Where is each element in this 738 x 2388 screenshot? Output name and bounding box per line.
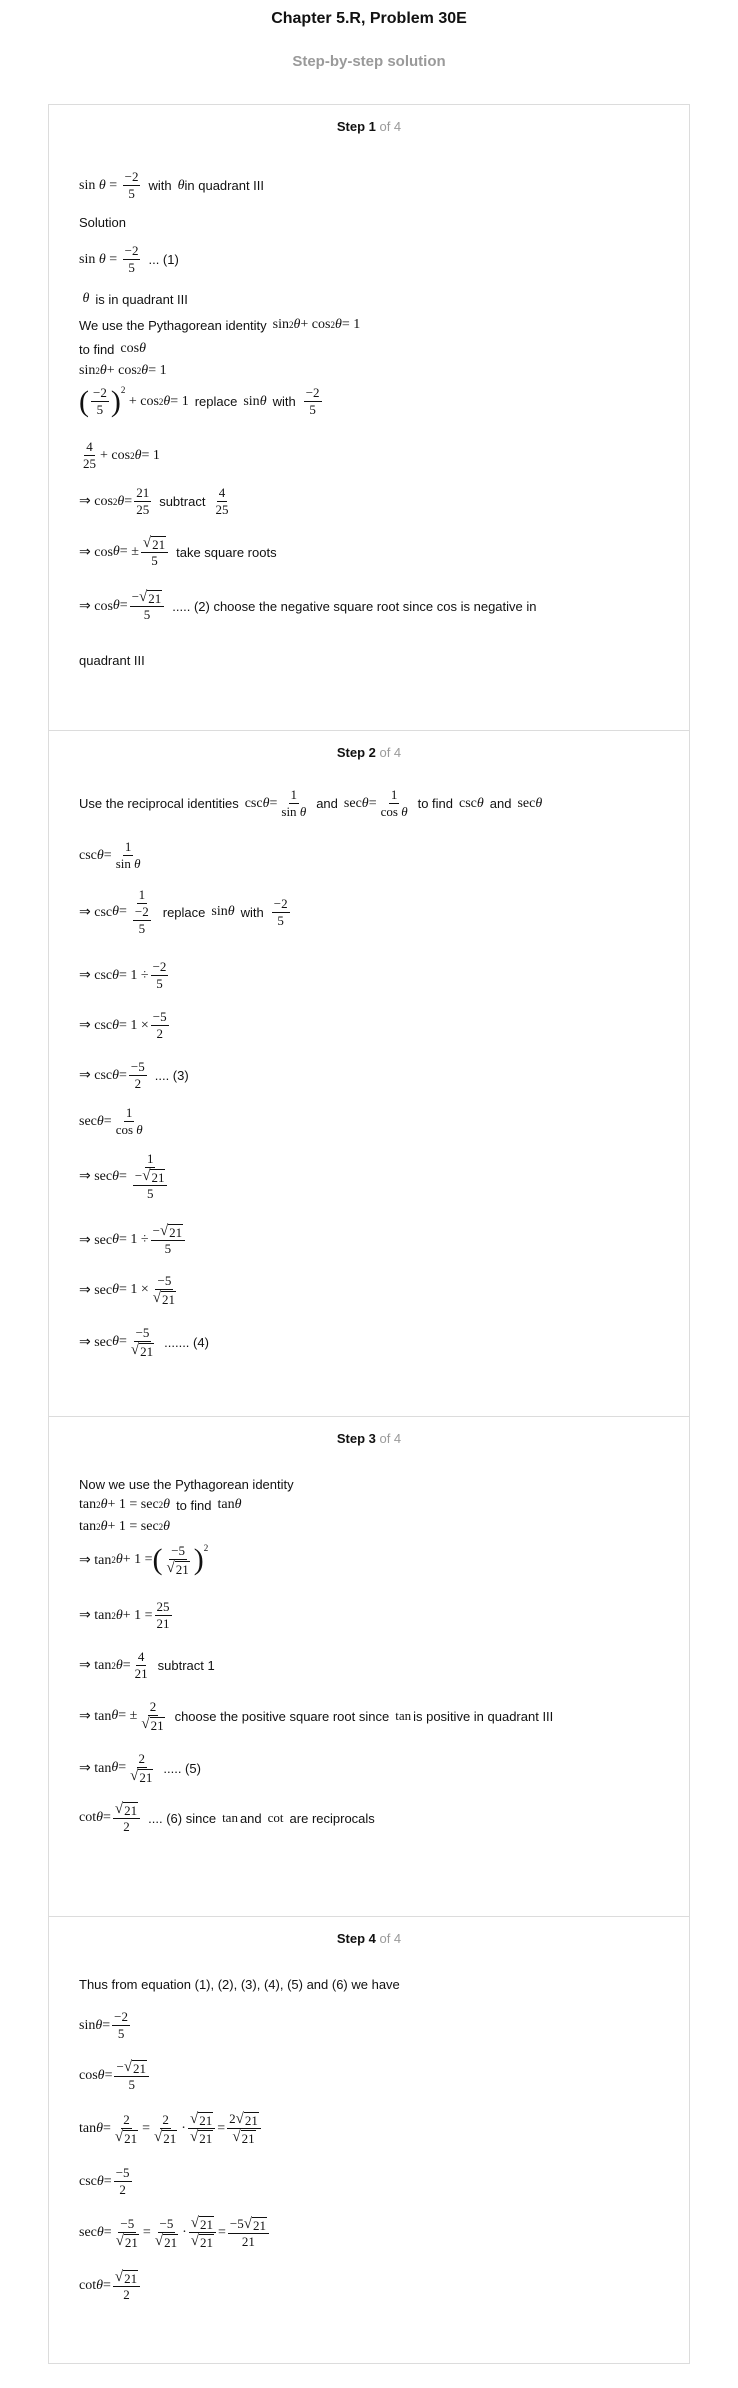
page-title: Chapter 5.R, Problem 30E <box>271 10 467 27</box>
step-2-card: Step 2 of 4 Use the reciprocal identitie… <box>48 730 690 1416</box>
solution-label: Solution <box>79 215 126 230</box>
step-3-heading: Step 3 of 4 <box>336 1431 402 1446</box>
step-4-card: Step 4 of 4 Thus from equation (1), (2),… <box>48 1916 690 2364</box>
step-3-card: Step 3 of 4 Now we use the Pythagorean i… <box>48 1416 690 1916</box>
to-find-cos: to find cos θ <box>79 341 146 357</box>
result-tan: tan θ = 2√21 = 2√21·√21√21 = 2√21√21 <box>79 2111 263 2146</box>
equation-5: ⇒ tan θ = 2√21 ..... (5) <box>79 1751 201 1785</box>
page-subtitle: Step-by-step solution <box>292 53 446 70</box>
pythagorean-tan-intro: Now we use the Pythagorean identity <box>79 1477 294 1492</box>
tan-positive-root: ⇒ tan θ = ±2√21 choose the positive squa… <box>79 1699 554 1733</box>
quadrant-continued: quadrant III <box>79 653 145 668</box>
summary-intro: Thus from equation (1), (2), (3), (4), (… <box>79 1977 400 1992</box>
step-2-heading: Step 2 of 4 <box>336 745 402 760</box>
step-4-heading: Step 4 of 4 <box>336 1931 402 1946</box>
equation-4: ⇒ sec θ = −5√21 ....... (4) <box>79 1325 209 1359</box>
step-1-heading: Step 1 of 4 <box>336 119 402 134</box>
sec-multiply: ⇒ sec θ = 1 × −5√21 <box>79 1273 177 1307</box>
